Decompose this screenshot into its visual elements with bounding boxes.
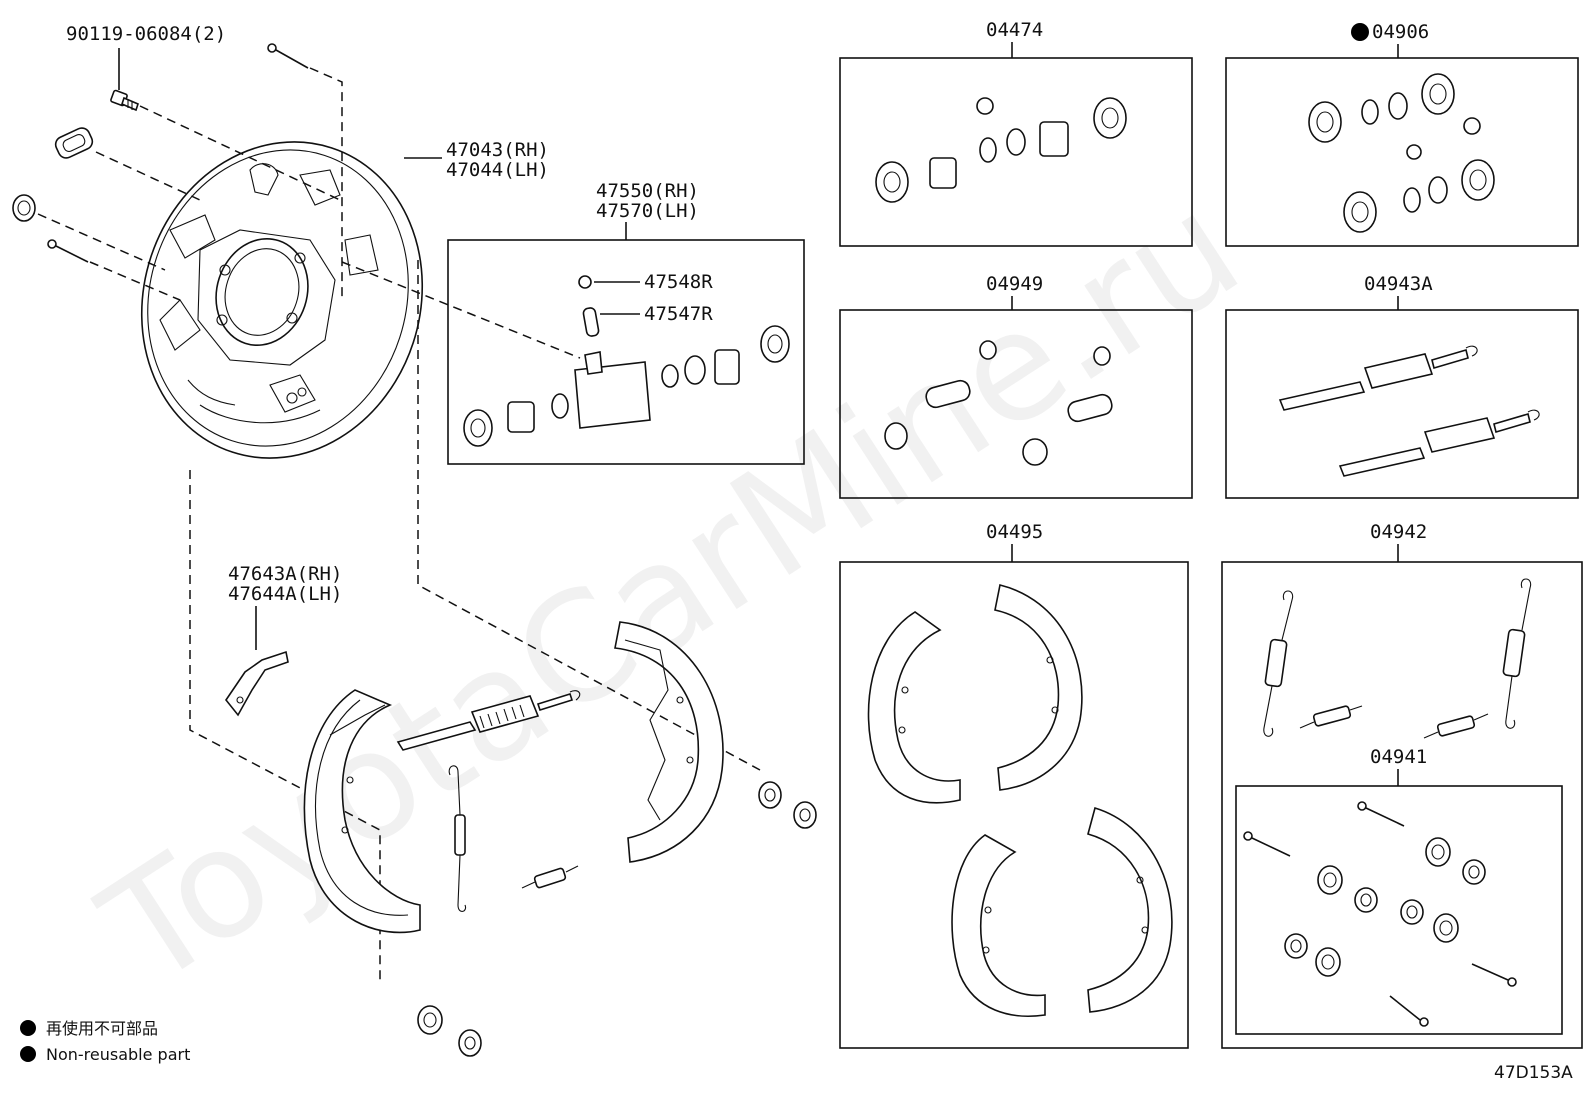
adjuster-assembly-icon[interactable]: [396, 690, 581, 751]
kit-04942-box: [1221, 561, 1583, 1049]
bolt-label: 90119-06084(2): [66, 23, 226, 45]
kit-04941-box: [1235, 785, 1563, 1035]
hold-down-spring-icon[interactable]: [793, 801, 817, 829]
diagram-code: 47D153A: [1494, 1063, 1573, 1083]
kit-04495-shoe-4-icon[interactable]: [1087, 806, 1173, 1013]
wheel-cylinder-box: [447, 239, 805, 465]
kit-04906-box: [1225, 57, 1579, 247]
lever-lh-label: 47644A(LH): [228, 583, 342, 605]
kit-04474-label: 04474: [986, 19, 1043, 41]
adjuster-spring-icon[interactable]: [521, 865, 579, 889]
kit-04474-box: [839, 57, 1193, 247]
brake-shoe-right-icon[interactable]: [614, 621, 724, 863]
grommet-icon[interactable]: [12, 194, 36, 222]
hold-down-cup-lower-icon[interactable]: [417, 1005, 443, 1035]
lever-rh-label: 47643A(RH): [228, 563, 342, 585]
bleeder-plug-label: 47547R: [644, 303, 713, 325]
brake-shoe-left-icon[interactable]: [303, 689, 421, 934]
kit-04495-shoe-1-icon[interactable]: [867, 611, 961, 804]
kit-04943a-label: 04943A: [1364, 273, 1433, 295]
cylinder-rh-label: 47550(RH): [596, 180, 699, 202]
kit-04943a-parts-icon[interactable]: [1278, 345, 1540, 477]
backing-plate-rh-label: 47043(RH): [446, 139, 549, 161]
kit-04949-parts-icon[interactable]: [884, 340, 1114, 466]
kit-04949-box: [839, 309, 1193, 499]
kit-04942-springs-icon[interactable]: [1263, 578, 1532, 739]
kit-04906-label: 04906: [1372, 21, 1429, 43]
wheel-cylinder-icon[interactable]: [463, 325, 790, 447]
pin-icon[interactable]: [47, 239, 89, 263]
cylinder-lh-label: 47570(LH): [596, 200, 699, 222]
kit-04495-label: 04495: [986, 521, 1043, 543]
legend: 再使用不可部品 Non-reusable part: [20, 1019, 190, 1064]
kit-04942-label: 04942: [1370, 521, 1427, 543]
adjusting-lever-icon[interactable]: [225, 650, 289, 717]
kit-04943a-box: [1225, 309, 1579, 499]
hold-down-pin-icon[interactable]: [267, 43, 309, 69]
return-spring-icon[interactable]: [448, 765, 467, 912]
kit-04495-box: [839, 561, 1189, 1049]
kit-04906-parts-icon[interactable]: [1308, 73, 1495, 233]
kit-04474-parts-icon[interactable]: [875, 97, 1127, 203]
bleeder-cap-label: 47548R: [644, 271, 713, 293]
hold-down-cup-icon[interactable]: [758, 781, 782, 809]
kit-04941-label: 04941: [1370, 746, 1427, 768]
kit-04495-shoe-2-icon[interactable]: [994, 584, 1083, 791]
bolt-icon[interactable]: [110, 89, 139, 112]
bleeder-cap-icon[interactable]: [578, 275, 592, 289]
backing-plate-lh-label: 47044(LH): [446, 159, 549, 181]
legend-jp: 再使用不可部品: [46, 1019, 158, 1038]
plug-icon[interactable]: [53, 125, 95, 160]
kit-04941-parts-icon[interactable]: [1243, 801, 1517, 1027]
kit-04949-label: 04949: [986, 273, 1043, 295]
bleeder-plug-icon[interactable]: [582, 307, 600, 337]
legend-en: Non-reusable part: [46, 1045, 190, 1064]
backing-plate[interactable]: [101, 105, 462, 495]
kit-04495-shoe-3-icon[interactable]: [951, 834, 1046, 1017]
hold-down-spring-lower-icon[interactable]: [458, 1029, 482, 1057]
